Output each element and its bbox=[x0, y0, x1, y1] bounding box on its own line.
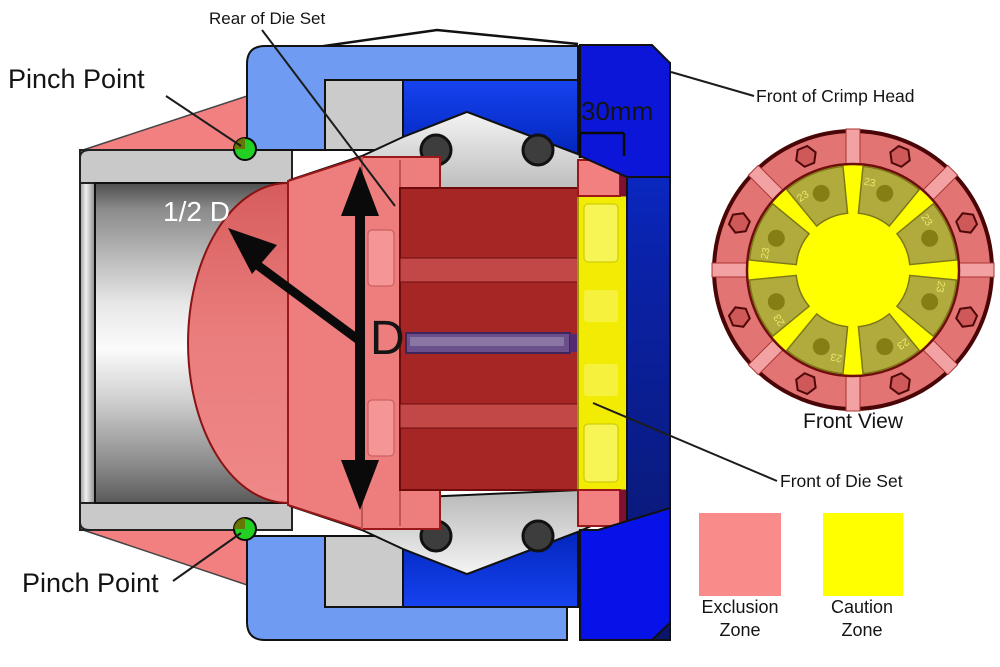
cone-bevel bbox=[367, 399, 395, 457]
die-segment-marking: 23 bbox=[771, 312, 788, 328]
pinch-point-leader-bottom bbox=[172, 532, 242, 582]
die-segment-marking: 23 bbox=[829, 350, 843, 364]
collar-top-bar bbox=[79, 149, 293, 184]
front-of-die-set-label: Front of Die Set bbox=[780, 471, 903, 491]
die-segment-marking: 23 bbox=[933, 280, 947, 294]
rear-of-die-set-leader bbox=[261, 29, 396, 207]
die-segment: 23 bbox=[857, 312, 921, 396]
pinch-point-leader-top bbox=[165, 95, 242, 147]
pinch-point-label-top: Pinch Point bbox=[8, 64, 145, 94]
exclusion-zone-swatch bbox=[699, 513, 781, 596]
die-segment: 23 bbox=[727, 202, 811, 266]
front-of-crimp-head-leader bbox=[670, 71, 755, 97]
front-plate-depth-label: 30mm bbox=[581, 96, 653, 126]
die-block-groove bbox=[399, 257, 579, 283]
ring-bolt bbox=[727, 306, 751, 328]
retainer-shadow bbox=[620, 490, 628, 526]
caution-strip-bevel bbox=[584, 364, 618, 396]
front-plate-bottom-block bbox=[579, 506, 671, 641]
ring-bolt bbox=[889, 372, 911, 396]
die-segment-marking: 23 bbox=[795, 188, 811, 205]
die-front-retainer-bottom bbox=[577, 489, 621, 527]
collar-bottom-bar bbox=[79, 502, 293, 531]
half-diameter-arrow bbox=[228, 228, 363, 345]
exclusion-zone-dome bbox=[187, 181, 289, 505]
bolt-hole bbox=[521, 133, 555, 167]
die-diameter-label: D bbox=[370, 312, 405, 365]
ring-bolt bbox=[795, 372, 817, 396]
die-block-groove bbox=[399, 403, 579, 429]
collar-left-wall bbox=[79, 149, 96, 531]
exclusion-zone-label-line1: Exclusion bbox=[701, 597, 778, 617]
front-of-die-set-leader bbox=[592, 402, 778, 482]
front-view: 23 23 23 23 bbox=[711, 128, 995, 433]
die-segment: 23 bbox=[857, 144, 921, 228]
rear-of-die-set-label: Rear of Die Set bbox=[209, 9, 325, 28]
front-view-caption: Front View bbox=[803, 410, 904, 433]
ring-bolt bbox=[955, 212, 979, 234]
hose-highlight bbox=[410, 337, 564, 346]
retainer-shadow bbox=[620, 160, 628, 196]
die-segment-marking: 23 bbox=[863, 176, 877, 190]
pinch-point-label-bottom: Pinch Point bbox=[22, 568, 159, 598]
caution-strip-bevel bbox=[583, 203, 619, 263]
cross-section-view: D 1/2 D 30mm Pinch Point Pinch Point Rea… bbox=[8, 9, 915, 641]
die-segments: 23 23 23 23 bbox=[727, 144, 979, 396]
exclusion-zone-label-line2: Zone bbox=[719, 620, 760, 640]
caution-strip-bevel bbox=[584, 290, 618, 322]
exclusion-zone-triangle-top bbox=[82, 94, 248, 151]
die-segment: 23 bbox=[727, 274, 811, 338]
pinch-point-marker-top bbox=[233, 137, 257, 161]
caution-zone-label-line2: Zone bbox=[841, 620, 882, 640]
bolt-hole bbox=[521, 519, 555, 553]
half-diameter-label: 1/2 D bbox=[163, 196, 230, 227]
die-segment-marking: 23 bbox=[895, 335, 911, 352]
caution-zone-label-line1: Caution bbox=[831, 597, 893, 617]
crimp-head-top-outline bbox=[309, 28, 579, 50]
front-plate-depth-bracket bbox=[578, 131, 626, 158]
front-of-crimp-head-label: Front of Crimp Head bbox=[756, 86, 915, 106]
zone-legend: Exclusion Zone Caution Zone bbox=[699, 513, 903, 640]
caution-zone-swatch bbox=[823, 513, 903, 596]
die-segment-marking: 23 bbox=[918, 212, 935, 228]
ring-bolt bbox=[727, 212, 751, 234]
die-segment: 23 bbox=[785, 312, 849, 396]
ring-bolt bbox=[955, 306, 979, 328]
die-segment: 23 bbox=[895, 202, 979, 266]
rear-plate-top bbox=[324, 79, 404, 151]
cone-bevel bbox=[367, 229, 395, 287]
ring-bolt bbox=[795, 144, 817, 168]
hose-end-cap bbox=[570, 334, 578, 352]
ring-bolt bbox=[889, 144, 911, 168]
rear-plate-bottom bbox=[324, 535, 404, 608]
ring-dividers bbox=[711, 128, 995, 412]
die-segment-marking: 23 bbox=[759, 246, 773, 260]
front-view-inner-disc bbox=[745, 162, 961, 378]
die-segment: 23 bbox=[895, 274, 979, 338]
caution-strip-bevel bbox=[583, 423, 619, 483]
die-segment: 23 bbox=[785, 144, 849, 228]
